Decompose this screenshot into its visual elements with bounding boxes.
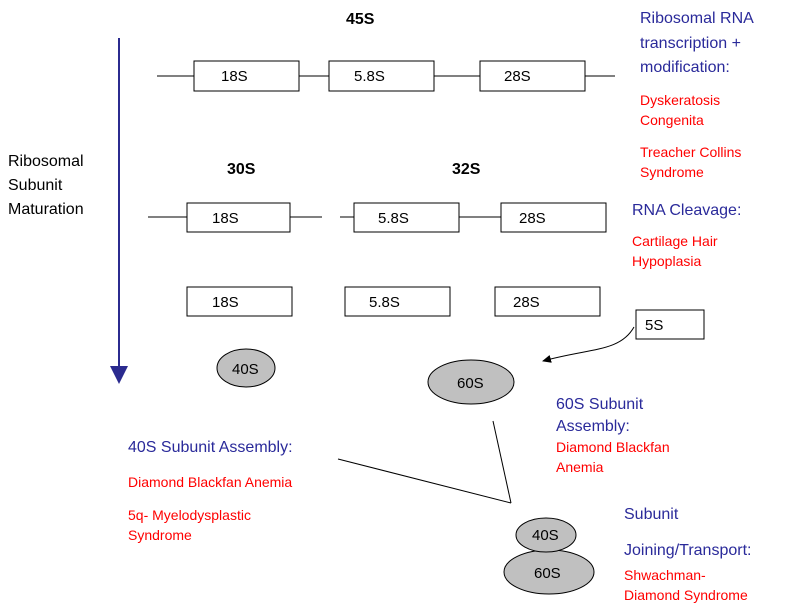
category-60s-assembly: 60S Subunit Assembly: Diamond Blackfan A… bbox=[556, 396, 674, 475]
category-joining-title: Subunit Joining/Transport: bbox=[624, 506, 751, 559]
maturation-arrow bbox=[110, 38, 128, 384]
mature-rnas: 18S 5.8S 28S 5S bbox=[186, 286, 705, 340]
disease-diamond-blackfan-40s: Diamond Blackfan Anemia bbox=[128, 474, 292, 490]
disease-cartilage-hair-hypoplasia: Cartilage Hair Hypoplasia bbox=[632, 233, 721, 269]
segment-18s-box bbox=[193, 60, 300, 92]
segment-28s-label: 28S bbox=[519, 210, 546, 227]
axis-label: Ribosomal Subunit Maturation bbox=[8, 153, 88, 218]
segment-18s-box bbox=[186, 202, 291, 233]
disease-dyskeratosis-congenita: Dyskeratosis Congenita bbox=[640, 92, 724, 128]
category-joining: Subunit Joining/Transport: Shwachman- Di… bbox=[624, 506, 751, 603]
segment-18s-box bbox=[186, 286, 293, 317]
category-transcription-title: Ribosomal RNA transcription + modificati… bbox=[640, 10, 757, 76]
category-40s-assembly-title: 40S Subunit Assembly: bbox=[128, 439, 293, 456]
precursor-32s: 5.8S 28S bbox=[340, 202, 607, 233]
segment-18s-label: 18S bbox=[212, 210, 239, 227]
segment-28s-label: 28S bbox=[513, 294, 540, 311]
precursor-45s: 18S 5.8S 28S bbox=[157, 60, 615, 92]
subunit-40s-label: 40S bbox=[232, 361, 259, 378]
disease-diamond-blackfan-60s: Diamond Blackfan Anemia bbox=[556, 439, 674, 475]
category-cleavage-title: RNA Cleavage: bbox=[632, 202, 741, 219]
category-40s-assembly: 40S Subunit Assembly: Diamond Blackfan A… bbox=[128, 439, 293, 543]
subunit-60s-label: 60S bbox=[457, 375, 484, 392]
segment-28s-box bbox=[494, 286, 601, 317]
segment-28s-box bbox=[479, 60, 586, 92]
segment-5-8s-label: 5.8S bbox=[378, 210, 409, 227]
disease-shwachman-diamond: Shwachman- Diamond Syndrome bbox=[624, 567, 748, 603]
segment-5-8s-label: 5.8S bbox=[354, 68, 385, 85]
precursor-30s-label: 30S bbox=[227, 161, 256, 178]
segment-28s-label: 28S bbox=[504, 68, 531, 85]
segment-5s-box bbox=[635, 309, 705, 340]
segment-18s-label: 18S bbox=[221, 68, 248, 85]
joined-40s-label: 40S bbox=[532, 527, 559, 544]
segment-28s-box bbox=[500, 202, 607, 233]
subunit-40s-oval bbox=[216, 348, 276, 388]
category-transcription: Ribosomal RNA transcription + modificati… bbox=[640, 10, 757, 180]
segment-5-8s-label: 5.8S bbox=[369, 294, 400, 311]
precursor-45s-label: 45S bbox=[346, 11, 375, 28]
disease-5q-myelodysplastic: 5q- Myelodysplastic Syndrome bbox=[128, 507, 255, 543]
segment-5-8s-box bbox=[353, 202, 460, 233]
precursor-32s-label: 32S bbox=[452, 161, 481, 178]
category-60s-assembly-title: 60S Subunit Assembly: bbox=[556, 396, 648, 435]
segment-5-8s-box bbox=[328, 60, 435, 92]
subunit-60s-oval bbox=[427, 359, 515, 405]
curved-arrow-5s-to-60s bbox=[542, 326, 635, 363]
category-cleavage: RNA Cleavage: Cartilage Hair Hypoplasia bbox=[632, 202, 741, 269]
disease-treacher-collins: Treacher Collins Syndrome bbox=[640, 144, 745, 180]
precursor-30s: 18S bbox=[148, 202, 322, 233]
segment-5s-label: 5S bbox=[645, 317, 663, 334]
segment-5-8s-box bbox=[344, 286, 451, 317]
joined-60s-label: 60S bbox=[534, 565, 561, 582]
joined-40s-oval bbox=[515, 517, 577, 553]
joining-line-60s bbox=[492, 420, 512, 504]
segment-18s-label: 18S bbox=[212, 294, 239, 311]
joining-line-40s bbox=[337, 458, 512, 504]
